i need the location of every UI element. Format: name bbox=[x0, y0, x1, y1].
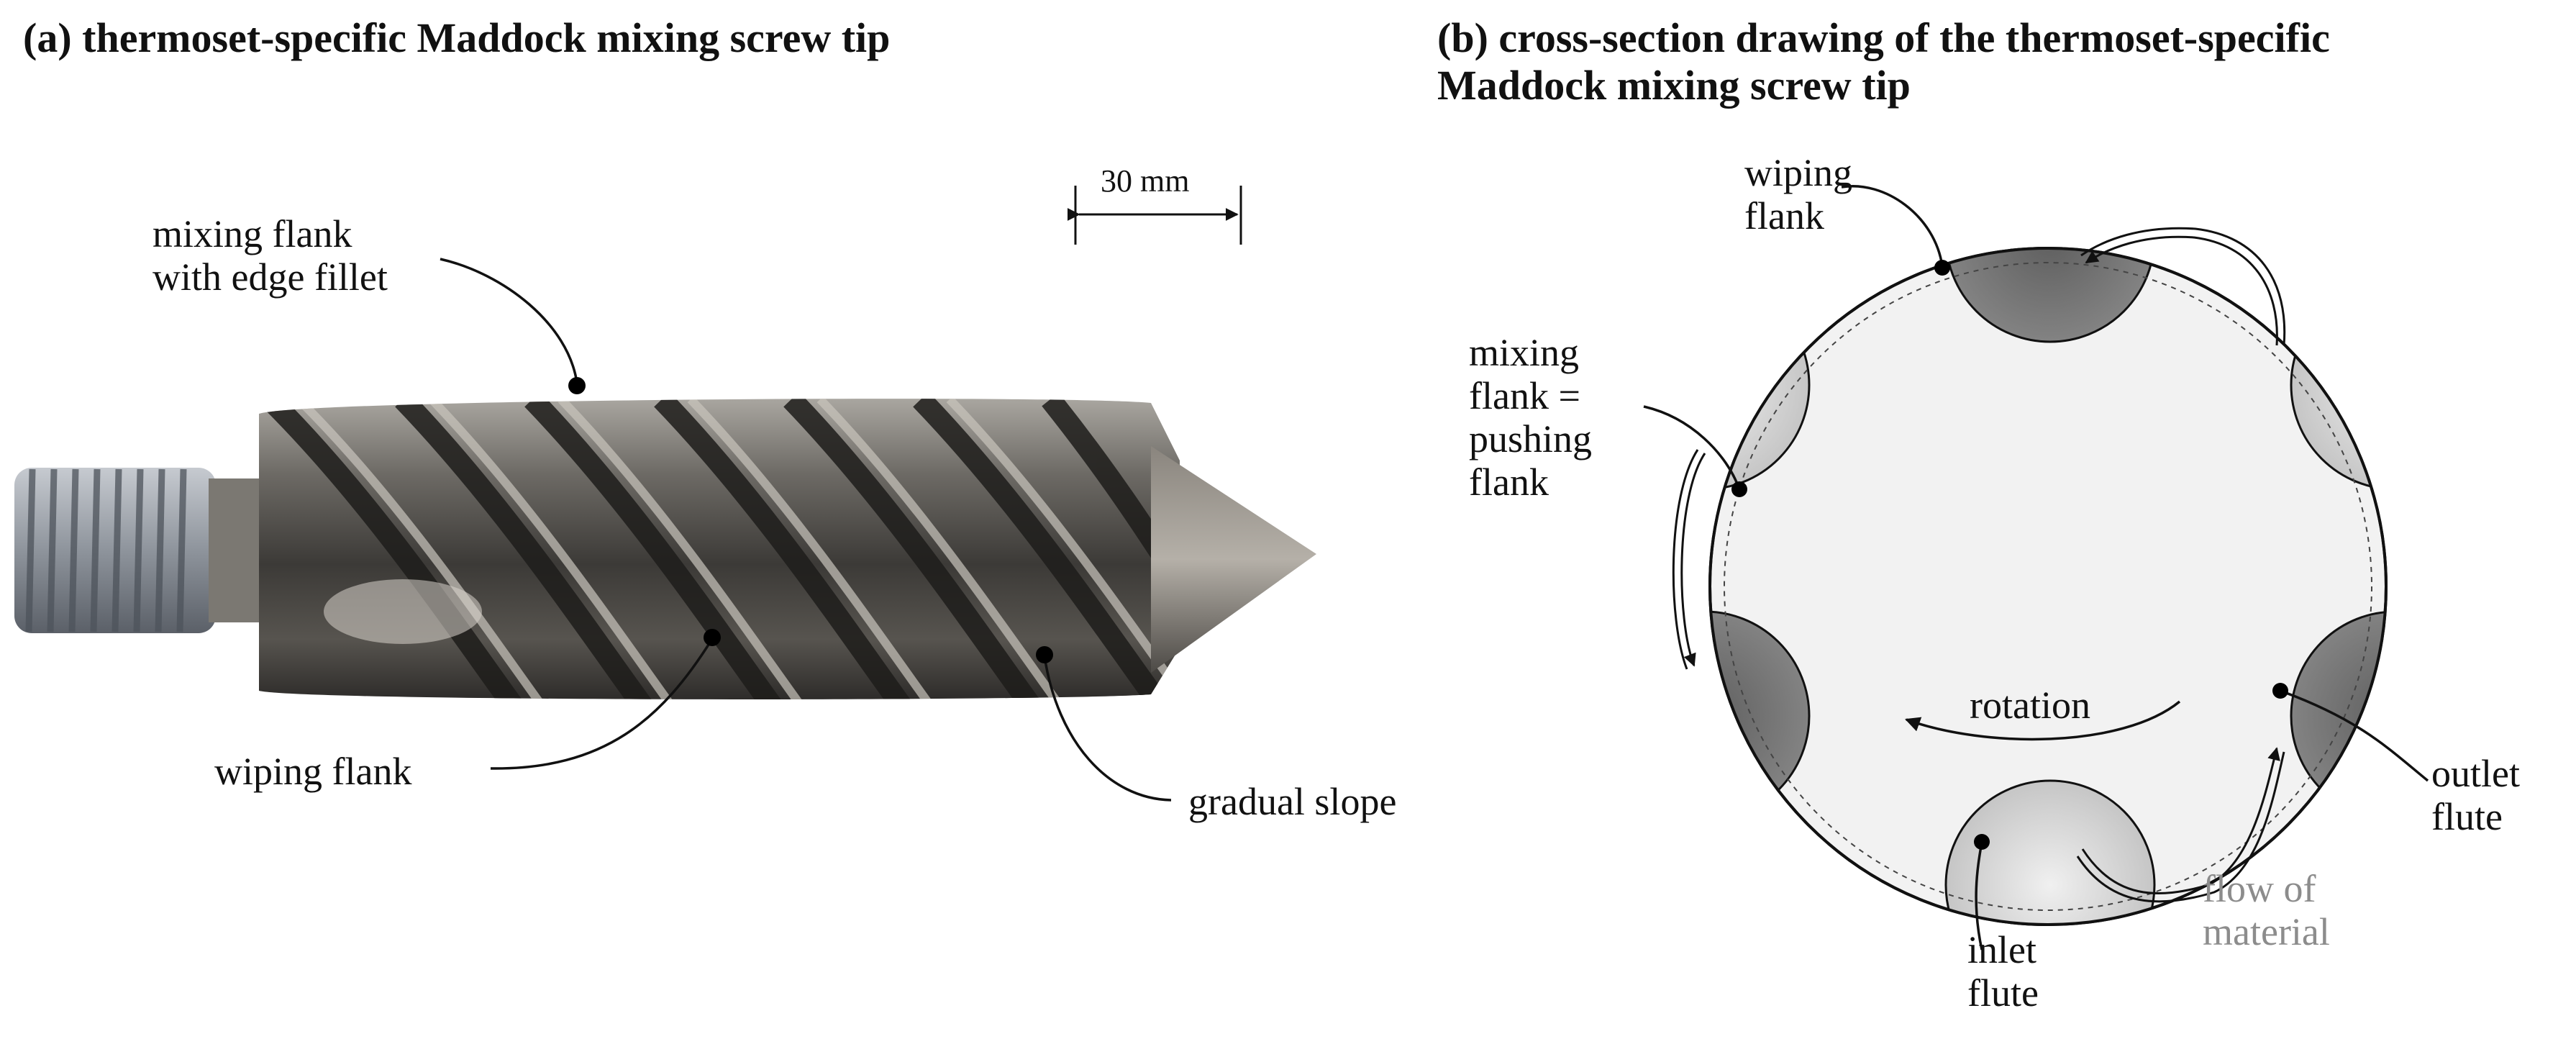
screw-tip-illustration bbox=[14, 399, 1316, 699]
label-flow-of-material: flow of material bbox=[2203, 867, 2330, 953]
leader-outlet-flute bbox=[2280, 689, 2429, 782]
leader-wiping-flank-b bbox=[1841, 185, 1944, 267]
label-mixing-line1: mixing bbox=[1469, 331, 1580, 374]
leader-gradual-slope bbox=[1043, 655, 1172, 802]
label-wiping-line2: flank bbox=[1744, 194, 1824, 237]
screw-flight-diameter bbox=[1724, 262, 2372, 911]
label-mixing-line4: flank bbox=[1469, 460, 1549, 504]
cross-section-drawing bbox=[1672, 227, 2388, 926]
mixing-section-body bbox=[259, 399, 1180, 699]
shank-neck bbox=[209, 478, 266, 622]
label-wiping-line1: wiping bbox=[1744, 151, 1853, 194]
leader-mixing-flank bbox=[440, 258, 578, 384]
label-mixing-flank: mixing flank with edge fillet bbox=[153, 212, 388, 299]
flow-path-upper bbox=[2085, 235, 2278, 346]
panel-a-leaders bbox=[440, 258, 1172, 802]
flow-path-left bbox=[1680, 453, 1706, 667]
label-mixing-line2: flank = bbox=[1469, 374, 1580, 417]
label-gradual-slope: gradual slope bbox=[1188, 780, 1397, 823]
leader-mixing-flank-b bbox=[1643, 405, 1741, 490]
rotation-arrow bbox=[1905, 700, 2181, 741]
label-mixing-line3: pushing bbox=[1469, 417, 1593, 460]
helical-flights bbox=[265, 399, 1180, 699]
conical-tip bbox=[1151, 446, 1316, 673]
label-outlet-line2: flute bbox=[2431, 795, 2503, 838]
panel-b-title-line1: (b) cross-section drawing of the thermos… bbox=[1437, 14, 2330, 61]
label-wiping-flank-b: wiping flank bbox=[1744, 151, 1852, 237]
label-rotation: rotation bbox=[1970, 684, 2090, 727]
label-inlet-line2: flute bbox=[1967, 971, 2039, 1015]
leader-inlet-flute bbox=[1975, 841, 1983, 950]
label-mixing-flank-b: mixing flank = pushing flank bbox=[1469, 331, 1592, 504]
panel-b-title-line2: Maddock mixing screw tip bbox=[1437, 62, 1911, 109]
panel-b-title: (b) cross-section drawing of the thermos… bbox=[1437, 14, 2559, 109]
label-mixing-flank-line2: with edge fillet bbox=[153, 255, 388, 299]
leader-wiping-flank bbox=[490, 638, 714, 770]
label-inlet-line1: inlet bbox=[1967, 928, 2036, 971]
label-flow-line1: flow of bbox=[2203, 867, 2316, 910]
panel-a-title: (a) thermoset-specific Maddock mixing sc… bbox=[23, 14, 891, 61]
label-flow-line2: material bbox=[2203, 910, 2330, 953]
scale-bar bbox=[1067, 186, 1242, 245]
label-inlet-flute: inlet flute bbox=[1967, 928, 2039, 1015]
label-outlet-line1: outlet bbox=[2431, 752, 2520, 795]
scale-bar-label: 30 mm bbox=[1101, 163, 1190, 199]
panel-a-leader-dots bbox=[568, 377, 1053, 663]
panel-b-leader-dots bbox=[1731, 260, 2288, 850]
label-mixing-flank-line1: mixing flank bbox=[153, 212, 352, 255]
flute-upper-right bbox=[2290, 279, 2386, 491]
label-outlet-flute: outlet flute bbox=[2431, 752, 2520, 838]
flow-path-outlet bbox=[2081, 747, 2280, 894]
label-wiping-flank: wiping flank bbox=[214, 750, 412, 793]
panel-b-leaders bbox=[1643, 185, 2429, 950]
inlet-flute bbox=[1944, 779, 2156, 925]
flute-top bbox=[1944, 248, 2156, 343]
